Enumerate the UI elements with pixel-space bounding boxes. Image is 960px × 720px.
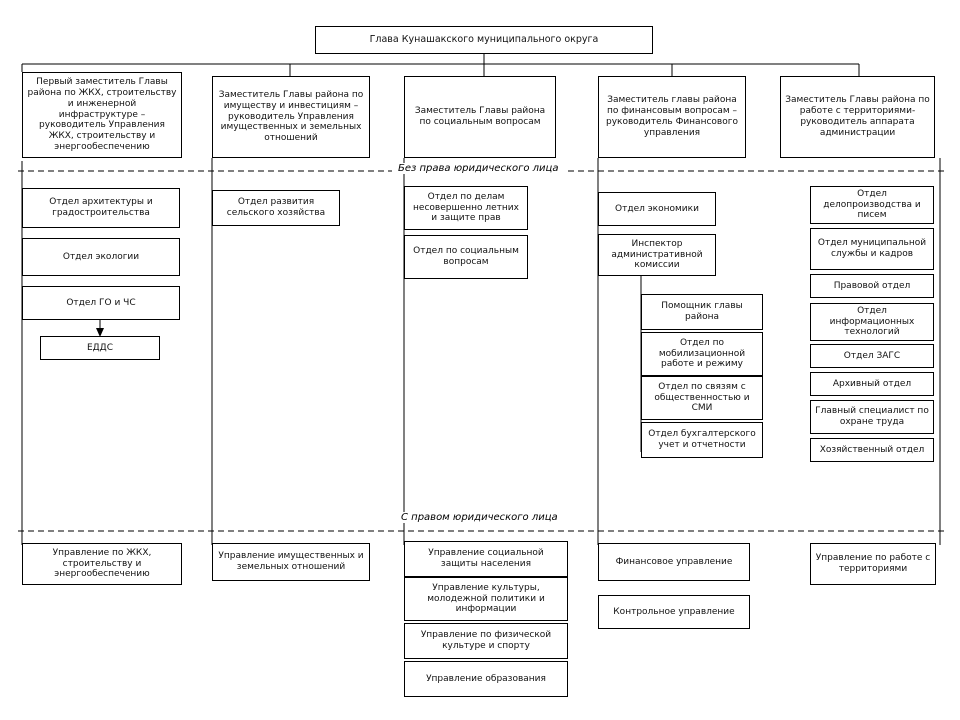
node-label: Управление социальной защиты населения <box>428 548 544 569</box>
node-adm-territories[interactable]: Управление по работе с территориями <box>810 543 936 585</box>
node-dept-public-relations[interactable]: Отдел по связям с общественностью и СМИ <box>641 376 763 420</box>
node-label: Управление по работе с территориями <box>815 553 931 574</box>
node-label: Заместитель главы района по финансовым в… <box>606 95 738 138</box>
node-dept-social-issues[interactable]: Отдел по социальным вопросам <box>404 235 528 279</box>
node-dept-mobilization[interactable]: Отдел по мобилизационной работе и режиму <box>641 332 763 376</box>
node-label: Помощник главы района <box>661 301 743 322</box>
node-label: Отдел информационных технологий <box>829 305 915 338</box>
node-label: Инспектор административной комиссии <box>611 238 703 271</box>
node-dept-economic[interactable]: Хозяйственный отдел <box>810 438 934 462</box>
node-dept-eddc[interactable]: ЕДДС <box>40 336 160 360</box>
node-label: Отдел по делам несовершенно летних и защ… <box>413 191 519 224</box>
node-label: Управление культуры, молодежной политики… <box>427 582 545 615</box>
node-adm-culture[interactable]: Управление культуры, молодежной политики… <box>404 577 568 621</box>
node-label: Управление имущественных и земельных отн… <box>218 551 364 572</box>
node-adm-zhkh[interactable]: Управление по ЖКХ, строительству и энерг… <box>22 543 182 585</box>
node-label: Отдел экономики <box>615 203 699 214</box>
node-deputy-property[interactable]: Заместитель Главы района по имуществу и … <box>212 76 370 158</box>
node-label: Контрольное управление <box>613 606 735 617</box>
node-label: Отдел ЗАГС <box>843 350 901 361</box>
node-adm-social-protection[interactable]: Управление социальной защиты населения <box>404 541 568 577</box>
node-label: Отдел по мобилизационной работе и режиму <box>658 337 746 370</box>
node-dept-economy[interactable]: Отдел экономики <box>598 192 716 226</box>
node-dept-architecture[interactable]: Отдел архитектуры и градостроительства <box>22 188 180 228</box>
node-label: Отдел ГО и ЧС <box>66 297 136 308</box>
node-label: Заместитель Главы района по работе с тер… <box>785 95 930 138</box>
node-deputy-territories[interactable]: Заместитель Главы района по работе с тер… <box>780 76 935 158</box>
node-adm-control[interactable]: Контрольное управление <box>598 595 750 629</box>
node-label: Заместитель Главы района по социальным в… <box>414 106 546 127</box>
node-label: Управление по ЖКХ, строительству и энерг… <box>52 547 152 580</box>
node-label: Первый заместитель Главы района по ЖКХ, … <box>27 76 177 153</box>
node-dept-minors[interactable]: Отдел по делам несовершенно летних и защ… <box>404 186 528 230</box>
divider-text: С правом юридического лица <box>401 512 558 523</box>
node-deputy-social[interactable]: Заместитель Главы района по социальным в… <box>404 76 556 158</box>
divider-label-no-legal-entity: Без права юридического лица <box>392 163 565 174</box>
node-deputy-finance[interactable]: Заместитель главы района по финансовым в… <box>598 76 746 158</box>
divider-label-with-legal-entity: С правом юридического лица <box>395 512 564 523</box>
node-label: Отдел по связям с общественностью и СМИ <box>654 381 750 414</box>
node-label: Отдел муниципальной службы и кадров <box>817 238 927 259</box>
node-dept-agriculture[interactable]: Отдел развития сельского хозяйства <box>212 190 340 226</box>
node-deputy-zhkh[interactable]: Первый заместитель Главы района по ЖКХ, … <box>22 72 182 158</box>
node-label: Отдел бухгалтерского учет и отчетности <box>648 429 756 450</box>
node-label: Отдел развития сельского хозяйства <box>226 197 326 218</box>
node-label: Отдел делопроизводства и писем <box>823 188 921 221</box>
node-dept-records[interactable]: Отдел делопроизводства и писем <box>810 186 934 224</box>
node-label: Финансовое управление <box>615 556 733 567</box>
node-dept-it[interactable]: Отдел информационных технологий <box>810 303 934 341</box>
node-adm-education[interactable]: Управление образования <box>404 661 568 697</box>
node-label: Глава Кунашакского муниципального округа <box>369 34 599 46</box>
node-dept-ecology[interactable]: Отдел экологии <box>22 238 180 276</box>
node-root[interactable]: Глава Кунашакского муниципального округа <box>315 26 653 54</box>
node-label: ЕДДС <box>86 342 114 353</box>
divider-text: Без права юридического лица <box>398 163 559 174</box>
node-dept-head-assistant[interactable]: Помощник главы района <box>641 294 763 330</box>
node-label: Отдел архитектуры и градостроительства <box>49 197 153 218</box>
node-adm-property[interactable]: Управление имущественных и земельных отн… <box>212 543 370 581</box>
node-dept-archive[interactable]: Архивный отдел <box>810 372 934 396</box>
node-label: Управление по физической культуре и спор… <box>420 630 552 651</box>
node-label: Хозяйственный отдел <box>819 444 925 455</box>
node-dept-labor-safety[interactable]: Главный специалист по охране труда <box>810 400 934 434</box>
node-label: Архивный отдел <box>832 378 912 389</box>
node-adm-finance[interactable]: Финансовое управление <box>598 543 750 581</box>
node-dept-accounting[interactable]: Отдел бухгалтерского учет и отчетности <box>641 422 763 458</box>
node-label: Отдел экологии <box>62 251 140 262</box>
node-dept-go-chs[interactable]: Отдел ГО и ЧС <box>22 286 180 320</box>
node-label: Главный специалист по охране труда <box>815 406 929 427</box>
node-label: Заместитель Главы района по имуществу и … <box>218 89 364 144</box>
node-dept-zags[interactable]: Отдел ЗАГС <box>810 344 934 368</box>
node-label: Отдел по социальным вопросам <box>413 246 519 267</box>
node-adm-sport[interactable]: Управление по физической культуре и спор… <box>404 623 568 659</box>
node-dept-admin-commission[interactable]: Инспектор административной комиссии <box>598 234 716 276</box>
node-label: Управление образования <box>426 673 546 684</box>
node-dept-municipal-service[interactable]: Отдел муниципальной службы и кадров <box>810 228 934 270</box>
node-label: Правовой отдел <box>833 280 911 291</box>
node-dept-legal[interactable]: Правовой отдел <box>810 274 934 298</box>
